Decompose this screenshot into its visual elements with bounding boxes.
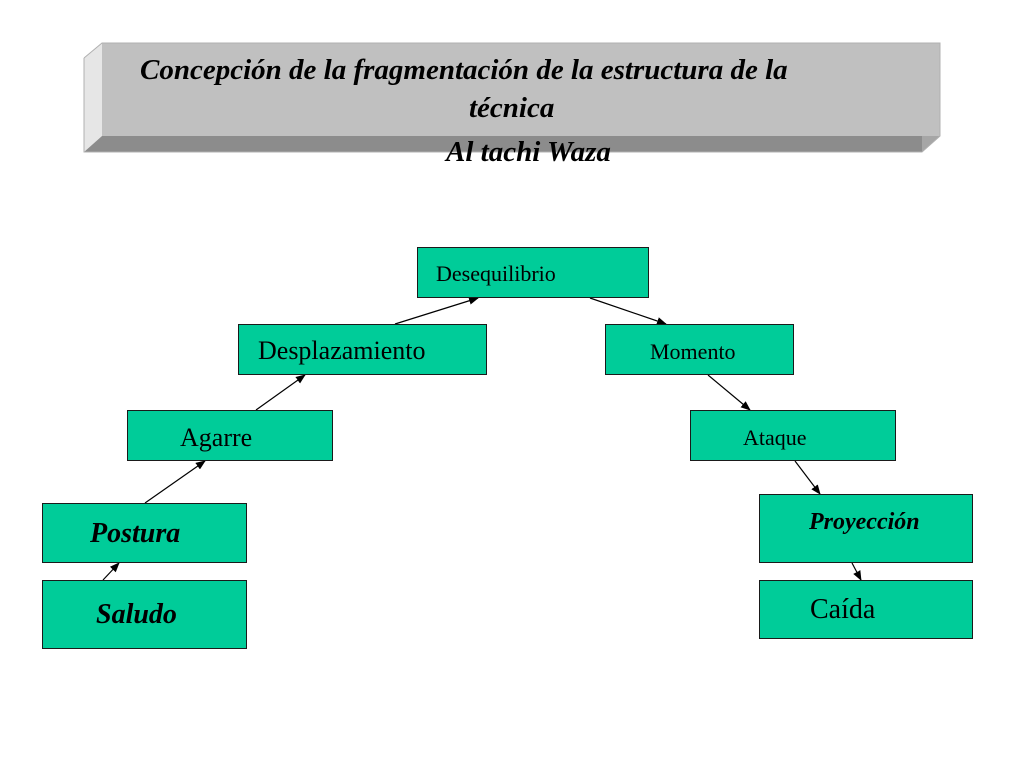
arrow-desequilibrio-to-momento [589,297,667,325]
title-banner [83,42,941,153]
node-saludo: Saludo [42,580,247,649]
node-momento-label: Momento [650,339,736,364]
banner-left-bevel [84,43,102,152]
node-desequilibrio-label: Desequilibrio [436,261,556,286]
node-caida: Caída [759,580,973,639]
banner-face [102,43,940,136]
arrow-ataque-to-proyeccion [794,460,821,495]
node-caida-label: Caída [810,594,876,625]
node-postura-label: Postura [90,518,181,549]
node-desplazamiento: Desplazamiento [238,324,487,375]
node-postura: Postura [42,503,247,563]
title-text-line-1: Concepción de la fragmentación de la est… [140,54,788,86]
title-text-line-2: técnica [469,92,555,124]
node-agarre-label: Agarre [180,423,253,452]
arrow-agarre-to-desplazamiento [255,374,306,411]
banner-bottom-bevel [84,136,940,152]
arrow-desplazamiento-to-desequilibrio [394,296,479,325]
arrow-saludo-to-postura [102,562,120,581]
arrow-postura-to-agarre [144,460,206,504]
node-agarre: Agarre [127,410,333,461]
title-text-line-3: Al tachi Waza [446,136,611,168]
node-desplazamiento-label: Desplazamiento [258,336,426,365]
node-ataque: Ataque [690,410,896,461]
node-proyeccion-label: Proyección [809,509,920,535]
node-momento: Momento [605,324,794,375]
arrow-momento-to-ataque [707,374,751,411]
node-saludo-label: Saludo [96,599,177,630]
node-ataque-label: Ataque [743,425,807,450]
arrow-proyeccion-to-caida [851,562,862,581]
node-proyeccion: Proyección [759,494,973,563]
node-desequilibrio: Desequilibrio [417,247,649,298]
